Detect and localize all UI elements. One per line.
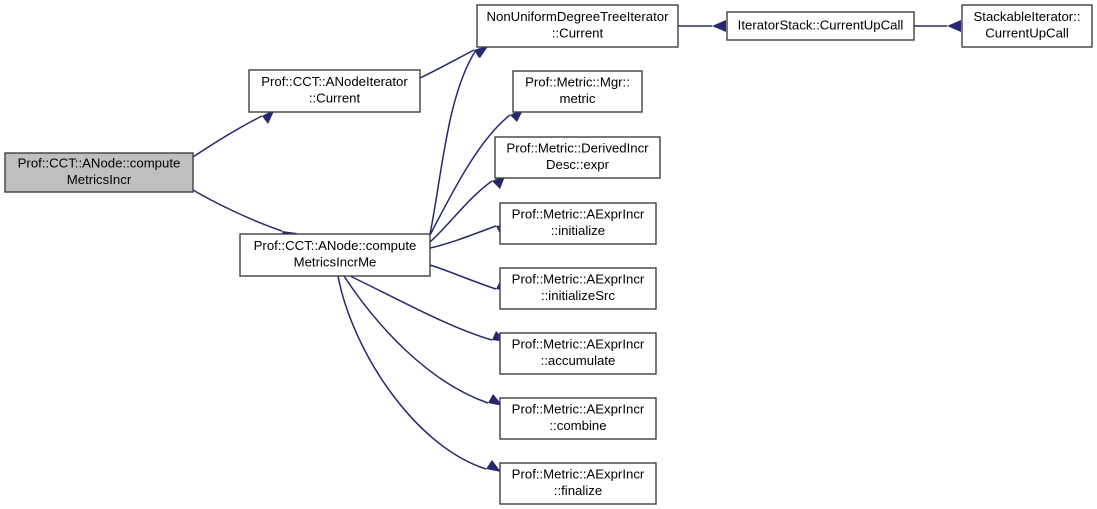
- node-box[interactable]: [512, 70, 643, 113]
- node-label-line: ::accumulate: [541, 353, 616, 368]
- arrowhead-icon: [488, 394, 503, 406]
- edge-line: [343, 275, 489, 404]
- node-label-line: Prof::Metric::AExprIncr: [512, 402, 645, 417]
- graph-node-AExprIncrFinalize[interactable]: Prof::Metric::AExprIncr::finalize: [499, 462, 657, 505]
- edge-line: [337, 275, 487, 470]
- graph-node-NonUniformDegreeTreeIteratorCurrent[interactable]: NonUniformDegreeTreeIterator::Current: [476, 4, 679, 48]
- node-label-line: MetricsIncr: [67, 172, 132, 187]
- node-label-line: ::finalize: [554, 483, 602, 498]
- node-box[interactable]: [494, 136, 661, 179]
- arrowhead-icon: [947, 20, 961, 32]
- call-edge: [337, 275, 501, 472]
- node-label-line: Prof::Metric::DerivedIncr: [506, 141, 649, 156]
- graph-node-StackableIteratorCurrentUpCall[interactable]: StackableIterator::CurrentUpCall: [961, 4, 1093, 48]
- call-edge: [192, 109, 275, 158]
- call-edge: [343, 275, 503, 406]
- call-edge: [678, 20, 726, 32]
- node-box[interactable]: [476, 4, 679, 48]
- node-label-line: Prof::Metric::AExprIncr: [512, 337, 645, 352]
- graph-node-AExprIncrAccumulate[interactable]: Prof::Metric::AExprIncr::accumulate: [499, 332, 657, 375]
- call-edge: [429, 264, 511, 292]
- node-label-line: ::combine: [549, 418, 606, 433]
- edge-line: [429, 225, 497, 249]
- arrowhead-icon: [262, 109, 275, 124]
- edge-line: [429, 114, 511, 236]
- node-label-line: Prof::CCT::ANode::compute: [18, 156, 181, 171]
- node-box[interactable]: [499, 202, 657, 245]
- edge-line: [192, 115, 263, 158]
- node-box[interactable]: [499, 397, 657, 440]
- arrowhead-icon: [486, 460, 501, 472]
- graph-node-AExprIncrInitialize[interactable]: Prof::Metric::AExprIncr::initialize: [499, 202, 657, 245]
- node-label-line: StackableIterator::: [973, 9, 1080, 24]
- edge-line: [429, 264, 497, 290]
- node-label-line: Prof::CCT::ANodeIterator: [261, 74, 408, 89]
- arrowhead-icon: [476, 45, 489, 58]
- edge-line: [429, 49, 477, 235]
- node-box[interactable]: [499, 462, 657, 505]
- node-label-line: CurrentUpCall: [985, 26, 1069, 41]
- call-edge: [914, 20, 961, 32]
- edge-line: [192, 189, 283, 232]
- arrowhead-icon: [712, 20, 726, 32]
- node-label-line: Prof::Metric::AExprIncr: [512, 272, 645, 287]
- nodes-layer: Prof::CCT::ANode::computeMetricsIncrProf…: [4, 4, 1093, 505]
- node-box[interactable]: [499, 267, 657, 310]
- graph-node-AExprIncrInitializeSrc[interactable]: Prof::Metric::AExprIncr::initializeSrc: [499, 267, 657, 310]
- node-box[interactable]: [961, 4, 1093, 48]
- call-edge: [429, 174, 506, 243]
- graph-node-ANodeIteratorCurrent[interactable]: Prof::CCT::ANodeIterator::Current: [248, 69, 421, 113]
- node-label-line: Prof::Metric::Mgr::: [525, 75, 630, 90]
- node-box[interactable]: [499, 332, 657, 375]
- node-label-line: Prof::Metric::AExprIncr: [512, 207, 645, 222]
- call-edge: [429, 223, 511, 249]
- node-label-line: Prof::CCT::ANode::compute: [254, 238, 417, 253]
- node-label-line: ::initialize: [551, 223, 605, 238]
- edge-line: [349, 275, 493, 341]
- node-label-line: Prof::Metric::AExprIncr: [512, 467, 645, 482]
- edge-line: [419, 49, 475, 79]
- edge-line: [429, 180, 493, 243]
- node-label-line: NonUniformDegreeTreeIterator: [486, 9, 669, 24]
- node-box[interactable]: [4, 152, 194, 193]
- node-label-line: ::initializeSrc: [541, 288, 615, 303]
- node-label-line: metric: [560, 91, 596, 106]
- node-box[interactable]: [726, 11, 915, 41]
- node-box[interactable]: [239, 233, 431, 277]
- graph-node-AExprIncrCombine[interactable]: Prof::Metric::AExprIncr::combine: [499, 397, 657, 440]
- node-label-line: ::Current: [552, 26, 604, 41]
- call-edge: [349, 275, 507, 342]
- graph-node-MgrMetric[interactable]: Prof::Metric::Mgr::metric: [512, 70, 643, 113]
- node-label-line: ::Current: [309, 91, 361, 106]
- node-box[interactable]: [248, 69, 421, 113]
- node-label-line: MetricsIncrMe: [294, 255, 377, 270]
- node-label-line: Desc::expr: [546, 157, 610, 172]
- graph-node-IteratorStackCurrentUpCall[interactable]: IteratorStack::CurrentUpCall: [726, 11, 915, 41]
- call-edge: [429, 45, 489, 235]
- node-label-line: IteratorStack::CurrentUpCall: [738, 17, 904, 32]
